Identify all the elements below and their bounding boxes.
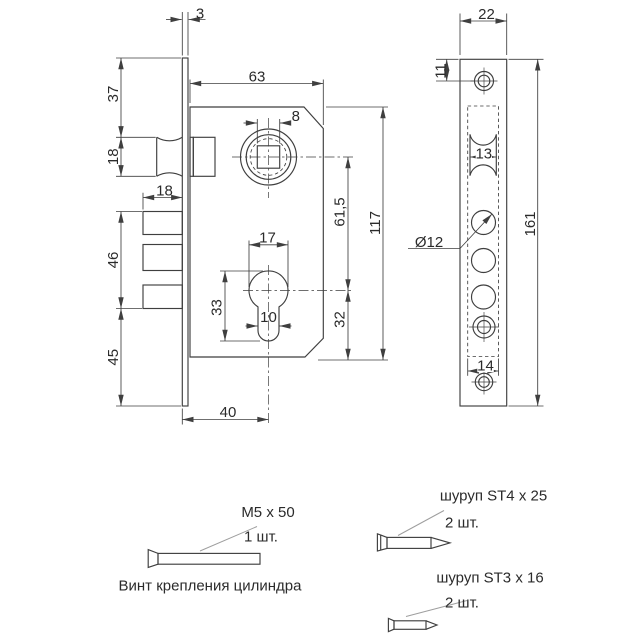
- dim-label: 61,5: [332, 197, 349, 226]
- dim-label: 14: [477, 358, 494, 375]
- cylinder-screw-item: M5 x 50 1 шт. Винт крепления цилиндра: [119, 504, 303, 594]
- dim-cylinder-cutout-height: 33: [209, 270, 263, 342]
- dim-label: 22: [478, 6, 495, 23]
- small-screw-qty: 2 шт.: [445, 595, 479, 612]
- st3-screw-drawing: [387, 617, 439, 633]
- dim-label: 37: [105, 86, 122, 103]
- dim-label: 117: [367, 211, 384, 235]
- centerlines: [232, 118, 353, 424]
- dim-body-depth: 63: [189, 69, 324, 125]
- latch-bolt-front: [469, 134, 497, 176]
- small-screw-spec: шуруп ST3 x 16: [436, 569, 543, 586]
- dim-label: 8: [292, 108, 300, 125]
- mortise-cutout-dashed: [467, 105, 499, 357]
- m5-screw-drawing: [147, 548, 261, 569]
- dim-faceplate-thickness: 3: [166, 6, 206, 56]
- lock-side-view: 3 37 18 46 45 18: [105, 6, 388, 425]
- dim-plate-height: 161: [508, 58, 544, 407]
- deadbolt-hole-1: [470, 209, 497, 236]
- deadbolt-1: [142, 210, 183, 236]
- mount-screw-spec: шуруп ST4 x 25: [440, 488, 547, 505]
- dim-label: 18: [156, 182, 173, 199]
- dim-bolt-width: 18: [142, 182, 183, 210]
- dim-label: 63: [249, 69, 266, 86]
- dim-label: 18: [105, 148, 122, 165]
- dim-spindle-square: 8: [243, 108, 300, 144]
- dim-label: 33: [209, 299, 226, 316]
- dim-cylinder-diameter: 17: [248, 230, 289, 287]
- dim-label: 10: [260, 309, 277, 326]
- mount-screw-qty: 2 шт.: [445, 515, 479, 532]
- dim-spindle-to-cylinder: 61,5: [332, 157, 351, 291]
- dim-label: 161: [522, 211, 539, 236]
- top-screw-hole: [470, 67, 498, 95]
- deadbolt-holes-front: [470, 209, 497, 310]
- faceplate-side: [181, 57, 189, 407]
- dim-label: Ø12: [415, 234, 443, 251]
- cylinder-screw-caption: Винт крепления цилиндра: [119, 577, 303, 594]
- hardware-section: M5 x 50 1 шт. Винт крепления цилиндра шу…: [119, 488, 547, 633]
- dim-body-height: 117: [326, 106, 388, 360]
- dim-span-to-bottom: 45: [105, 308, 181, 407]
- cylinder-screw-spec: M5 x 50: [241, 504, 294, 521]
- dim-label: 11: [433, 63, 450, 79]
- lock-body-outline: [189, 106, 324, 358]
- small-screw-item: шуруп ST3 x 16 2 шт.: [387, 569, 544, 633]
- dim-cylinder-to-bottom: 32: [318, 290, 388, 361]
- dim-backset: 40: [181, 404, 269, 425]
- deadbolt-3: [142, 284, 183, 310]
- faceplate-outline: [459, 58, 508, 407]
- faceplate-front-view: 22 11 13 Ø12 14 161: [408, 6, 544, 407]
- dim-label: 17: [259, 230, 276, 247]
- dim-top-to-screw: 11: [433, 58, 474, 82]
- dim-label: 32: [332, 311, 349, 328]
- dim-top-to-latch: 37: [105, 57, 181, 138]
- mount-screw-item: шуруп ST4 x 25 2 шт.: [376, 488, 547, 552]
- deadbolt-hole-3: [470, 284, 497, 310]
- dim-latch-height: 18: [105, 136, 156, 177]
- st4-screw-drawing: [376, 532, 453, 552]
- dim-bolts-span: 46: [105, 211, 142, 309]
- dim-label: 3: [196, 6, 204, 23]
- dim-cylinder-stem-width: 10: [245, 309, 292, 329]
- dim-label: 45: [105, 349, 122, 366]
- dim-latch-width: 13: [470, 145, 497, 162]
- dim-bolt-diameter: Ø12: [408, 213, 493, 251]
- deadbolt-2: [142, 243, 183, 272]
- dim-label: 46: [105, 252, 122, 269]
- dim-plate-width: 22: [459, 6, 508, 55]
- cylinder-screw-qty: 1 шт.: [244, 529, 278, 546]
- dim-label: 40: [220, 404, 237, 421]
- latch-bolt-side: [156, 136, 216, 177]
- deadbolts-side: [142, 210, 183, 310]
- dim-label: 13: [475, 145, 492, 162]
- dim-cutout-width: 14: [467, 358, 499, 376]
- deadbolt-hole-2: [470, 247, 497, 274]
- cylinder-fix-hole: [469, 312, 499, 342]
